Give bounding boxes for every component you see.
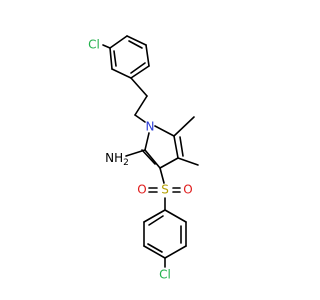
top-chlorophenyl-ring xyxy=(109,35,150,79)
molecule-structure: Cl N NH2 S O O Cl xyxy=(88,35,199,282)
bond-c-to-nh2 xyxy=(125,149,146,157)
pyrrole-ring xyxy=(141,125,184,169)
oxygen-right-label: O xyxy=(183,183,192,197)
bond-methyl-right xyxy=(177,157,199,166)
amine-subscript: 2 xyxy=(123,158,129,168)
bond-ch2-to-n xyxy=(134,114,146,123)
sulfur-label: S xyxy=(161,183,169,197)
amine-nh: NH xyxy=(105,151,123,165)
bond-ring-to-cl-top xyxy=(102,44,111,49)
bond-ring-to-ch2 xyxy=(130,77,148,97)
amine-label: NH2 xyxy=(105,151,129,168)
bond-ch2-ch2 xyxy=(134,95,148,116)
chlorine-bottom-label: Cl xyxy=(159,268,171,282)
bond-methyl-top xyxy=(173,116,195,137)
bond-c-to-s xyxy=(159,167,165,184)
nitrogen-ring-label: N xyxy=(146,120,155,134)
chlorine-top-label: Cl xyxy=(88,38,100,52)
bottom-chlorophenyl-ring xyxy=(143,209,187,259)
oxygen-left-label: O xyxy=(137,183,146,197)
